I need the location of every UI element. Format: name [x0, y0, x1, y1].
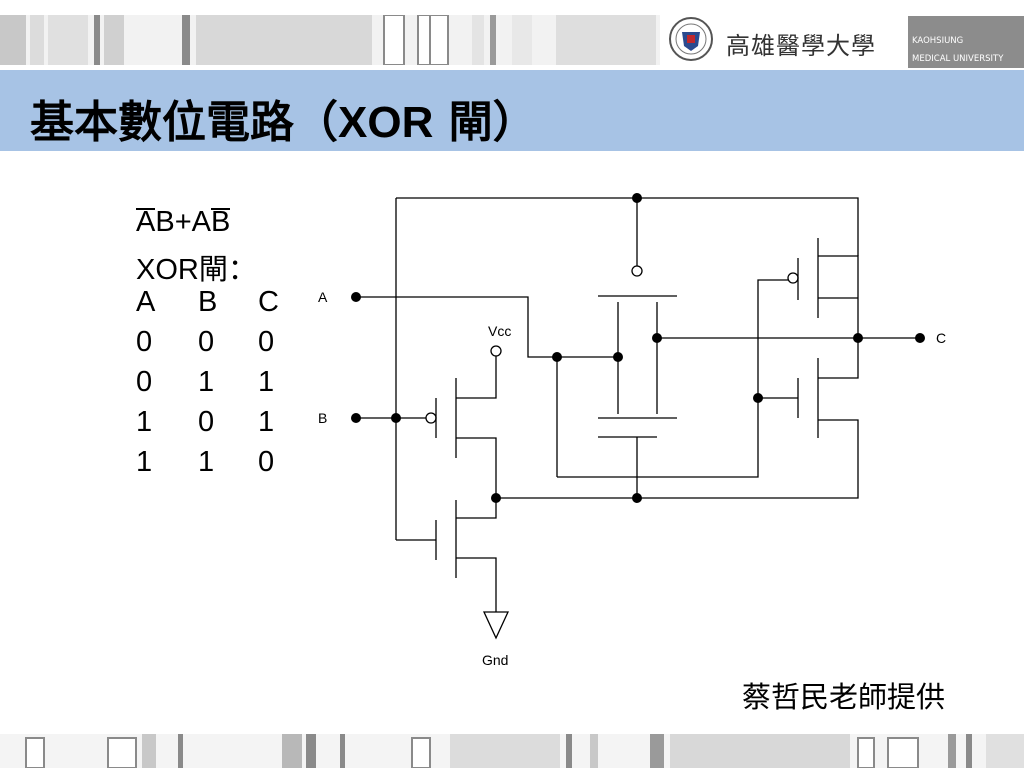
truth-table-row-cell: 1	[258, 406, 275, 438]
gate-bubble-right	[787, 272, 799, 284]
node-a-junction	[552, 352, 562, 362]
truth-table-caption: XOR閘：	[136, 254, 257, 286]
boolean-formula: AB+AB	[136, 206, 286, 246]
formula-char: B	[210, 206, 231, 238]
university-name-en-line1: KAOHSIUNG	[912, 36, 964, 46]
label-input-a: A	[318, 289, 328, 305]
slide-title-cn: 基本數位電路（	[30, 97, 338, 148]
truth-table-row-cell: 1	[198, 446, 215, 478]
truth-table-body: A B C 0 0 0 0 1 1 1 0 1 1 1 0	[136, 286, 286, 486]
truth-table-row-cell: 1	[198, 366, 215, 398]
vcc-terminal	[490, 345, 502, 357]
label-input-b: B	[318, 410, 327, 426]
truth-table-row-cell: 0	[136, 326, 153, 358]
truth-table-row-cell: 0	[258, 326, 275, 358]
truth-table-row: 1 0 1	[136, 406, 286, 446]
node-tg-out	[652, 333, 662, 343]
slide-title-end: 閘）	[433, 97, 537, 148]
pmos-left-source	[456, 356, 497, 399]
truth-table-row-cell: 0	[198, 326, 215, 358]
nmos-right-source	[498, 419, 859, 499]
truth-table-row-cell: 0	[258, 446, 275, 478]
slide-title: 基本數位電路（XOR 閘）	[30, 86, 537, 150]
node-b-junction	[391, 413, 401, 423]
truth-table-header-cell: C	[258, 286, 279, 318]
wire-input-a	[356, 296, 618, 358]
wire-top-loop	[396, 197, 859, 256]
university-name-cn: 高雄醫學大學	[726, 32, 876, 60]
truth-table-row-cell: 1	[258, 366, 275, 398]
formula-char: A	[191, 206, 211, 238]
gate-bubble-tg	[631, 265, 643, 277]
node-top	[632, 193, 642, 203]
truth-table-row: 0 1 1	[136, 366, 286, 406]
node-tg-bottom	[632, 493, 642, 503]
ground-symbol	[482, 611, 510, 640]
footer-stripe-band	[0, 734, 1024, 768]
node-b-input	[351, 413, 361, 423]
gate-bubble-left	[425, 412, 437, 424]
truth-table-row: 0 0 0	[136, 326, 286, 366]
node-right-gate	[753, 393, 763, 403]
university-logo: 高雄醫學大學 KAOHSIUNG MEDICAL UNIVERSITY	[660, 12, 1024, 70]
label-gnd: Gnd	[482, 652, 508, 668]
nmos-left-drain	[456, 498, 497, 519]
node-a-input	[351, 292, 361, 302]
title-bar	[0, 70, 1024, 151]
label-output-c: C	[936, 330, 946, 346]
node-inv-out	[491, 493, 501, 503]
truth-table-header: A B C	[136, 286, 286, 326]
truth-table-row-cell: 1	[136, 446, 153, 478]
formula-char: A	[136, 206, 156, 238]
truth-table-row-cell: 0	[136, 366, 153, 398]
truth-table-row-cell: 1	[136, 406, 153, 438]
truth-table-header-cell: B	[198, 286, 218, 318]
truth-table-row: 1 1 0	[136, 446, 286, 486]
node-output-c	[915, 333, 925, 343]
wire-a-bottom	[557, 279, 797, 478]
formula-char: B	[155, 206, 175, 238]
nmos-right-drain	[818, 338, 859, 379]
node-tg-left	[613, 352, 623, 362]
truth-table-row-cell: 0	[198, 406, 215, 438]
truth-table-header-cell: A	[136, 286, 156, 318]
university-name-en-line2: MEDICAL UNIVERSITY	[912, 54, 1004, 64]
label-vcc: Vcc	[488, 323, 511, 339]
pmos-left-drain	[456, 437, 497, 498]
node-right-out	[853, 333, 863, 343]
university-seal-icon	[669, 17, 713, 61]
nmos-left-source	[456, 557, 497, 612]
formula-char: +	[174, 206, 192, 238]
credit-text: 蔡哲民老師提供	[742, 680, 946, 714]
slide-title-latin: XOR	[338, 98, 434, 147]
pmos-right-drain	[818, 255, 859, 338]
university-name-en: KAOHSIUNG MEDICAL UNIVERSITY	[908, 16, 1024, 68]
